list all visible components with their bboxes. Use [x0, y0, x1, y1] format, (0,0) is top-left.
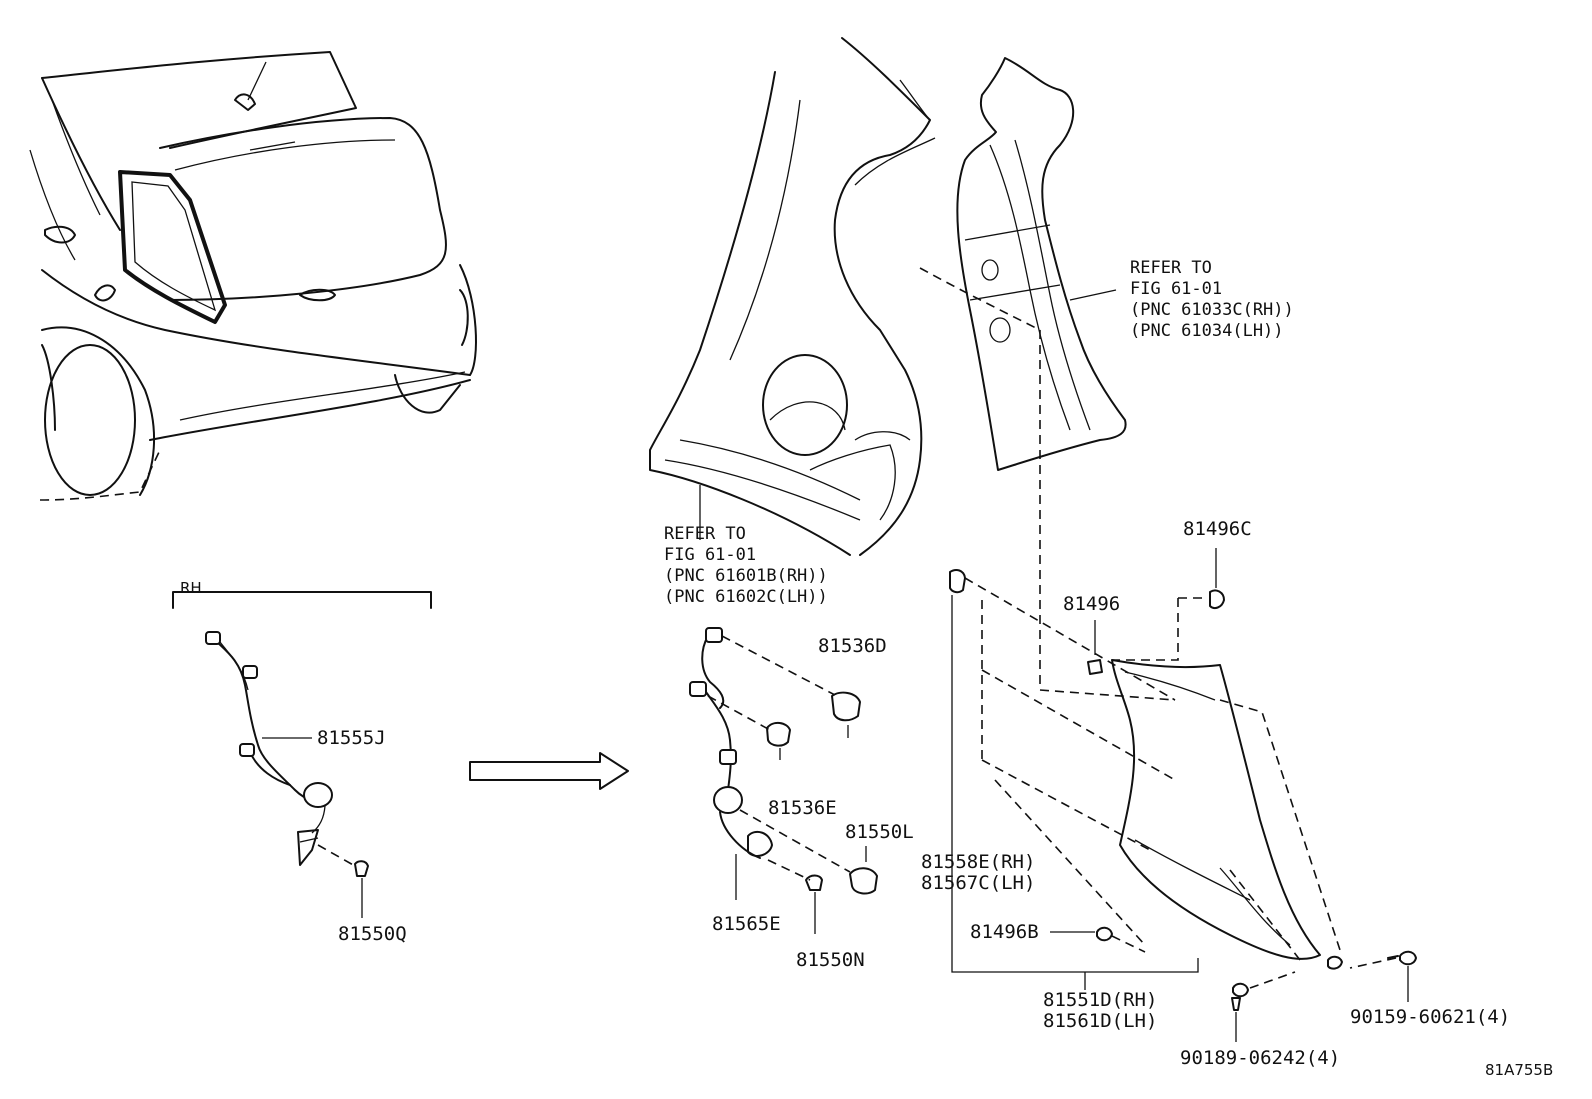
part-label-81496b[interactable]: 81496B — [970, 921, 1039, 943]
part-label-81550n[interactable]: 81550N — [796, 949, 865, 971]
part-label-90159-60621[interactable]: 90159-60621(4) — [1350, 1006, 1511, 1028]
part-label-81550l[interactable]: 81550L — [845, 821, 914, 843]
refer-note-upper-line3: (PNC 61033C(RH)) — [1130, 300, 1294, 320]
part-label-81558e-81567c: 81558E(RH) 81567C(LH) — [921, 852, 1035, 894]
refer-note-lower-line1: REFER TO — [664, 524, 746, 544]
direction-arrow — [469, 752, 629, 790]
lamp-assembly — [949, 548, 1417, 1042]
part-label-81550q[interactable]: 81550Q — [338, 923, 407, 945]
refer-note-lower-line3: (PNC 61601B(RH)) — [664, 566, 828, 586]
part-label-81555j[interactable]: 81555J — [317, 727, 386, 749]
part-label-81558e-rh[interactable]: 81558E(RH) — [921, 851, 1036, 873]
quarter-panel-illustration — [649, 37, 936, 556]
part-label-81536d[interactable]: 81536D — [818, 635, 887, 657]
rh-group-label: RH — [180, 579, 202, 597]
refer-note-upper: REFER TO FIG 61-01 (PNC 61033C(RH)) (PNC… — [1130, 258, 1294, 342]
refer-note-lower-line2[interactable]: FIG 61-01 — [664, 545, 757, 565]
part-label-81561d-lh[interactable]: 81561D(LH) — [1043, 1010, 1158, 1032]
part-label-81551d-rh[interactable]: 81551D(RH) — [1043, 989, 1158, 1011]
socket-and-bulbs — [689, 627, 878, 934]
diagram-code: 81A755B — [1485, 1061, 1554, 1079]
refer-note-lower: REFER TO FIG 61-01 (PNC 61601B(RH)) (PNC… — [664, 524, 828, 608]
wire-harness-rh — [205, 631, 369, 918]
part-label-81567c-lh[interactable]: 81567C(LH) — [921, 872, 1036, 894]
part-label-81496[interactable]: 81496 — [1063, 593, 1121, 615]
vehicle-rear-illustration — [29, 51, 477, 501]
part-label-81496c[interactable]: 81496C — [1183, 518, 1252, 540]
refer-note-upper-line2[interactable]: FIG 61-01 — [1130, 279, 1223, 299]
rh-group — [172, 591, 432, 609]
pillar-panel-illustration — [919, 57, 1127, 690]
part-label-81536e[interactable]: 81536E — [768, 797, 837, 819]
refer-note-lower-line4: (PNC 61602C(LH)) — [664, 587, 828, 607]
refer-note-upper-line4: (PNC 61034(LH)) — [1130, 321, 1284, 341]
part-label-90189-06242[interactable]: 90189-06242(4) — [1180, 1047, 1341, 1069]
part-label-81551d-81561d: 81551D(RH) 81561D(LH) — [1043, 990, 1157, 1032]
refer-note-upper-line1: REFER TO — [1130, 258, 1212, 278]
part-label-81565e[interactable]: 81565E — [712, 913, 781, 935]
